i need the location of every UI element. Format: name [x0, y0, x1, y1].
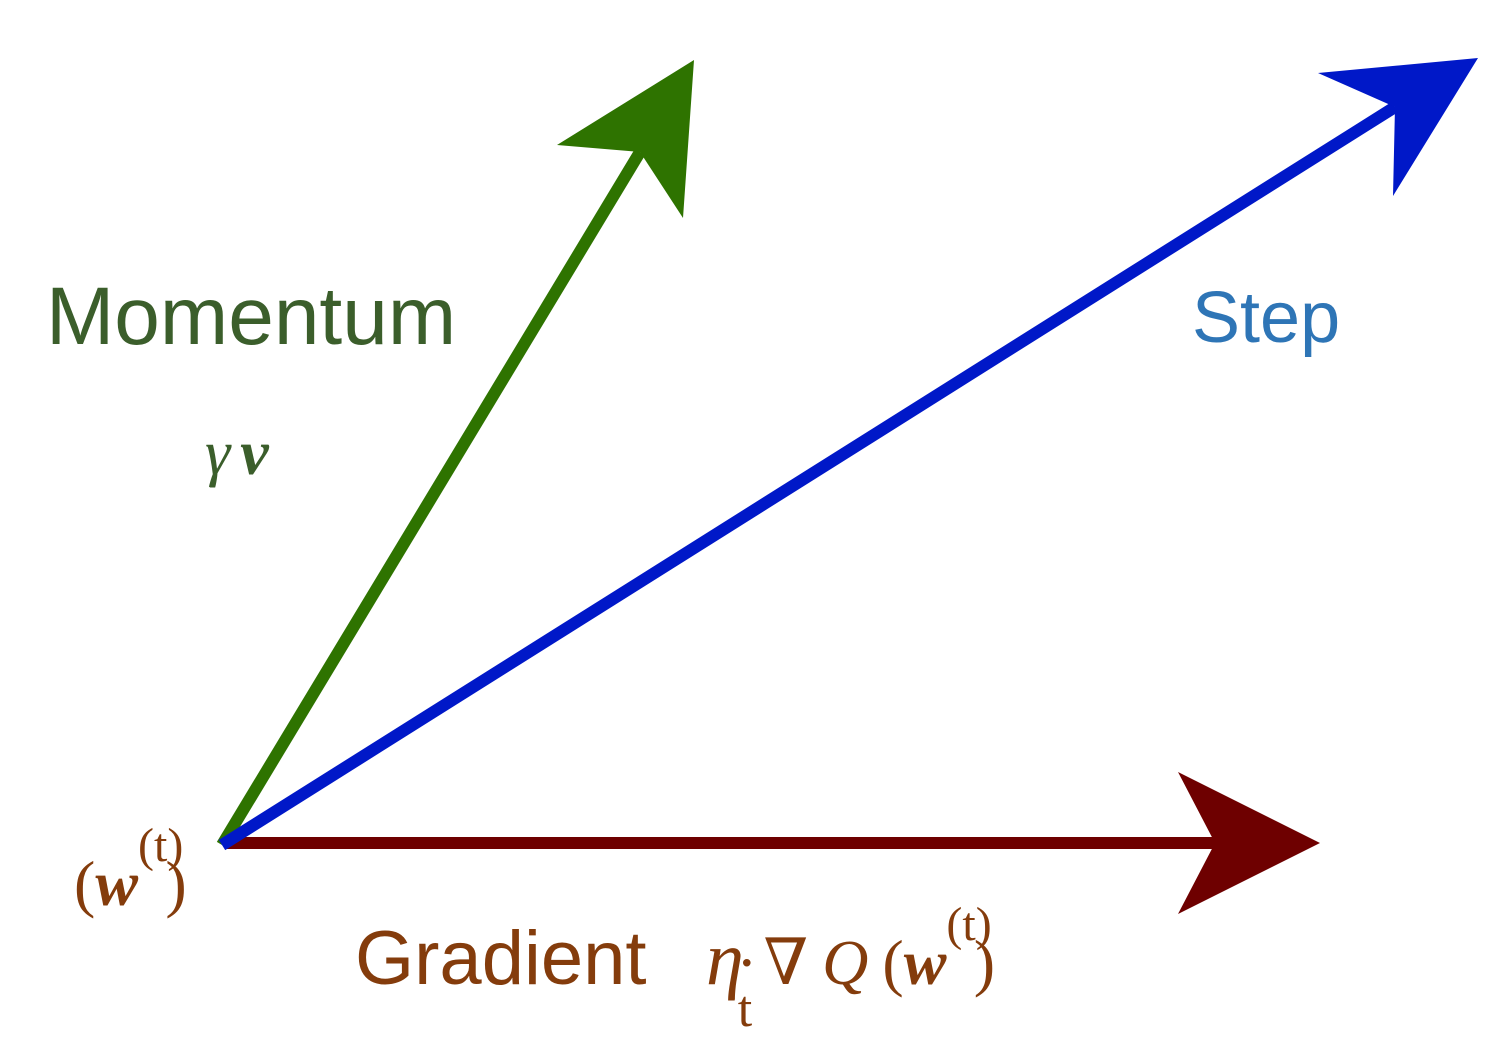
- momentum-label: Momentum: [46, 271, 456, 362]
- step-arrow-head: [1318, 58, 1478, 196]
- step-label: Step: [1192, 278, 1340, 358]
- gamma-symbol: γ: [205, 417, 232, 488]
- q-symbol: Q: [822, 927, 868, 998]
- gradient-open-paren: (: [882, 927, 903, 998]
- gradient-close-paren: ): [974, 927, 995, 998]
- velocity-symbol: v: [240, 417, 269, 488]
- dot-operator: ·: [736, 927, 757, 998]
- gradient-label: Gradient: [355, 916, 647, 1001]
- origin-w: w: [95, 848, 138, 919]
- eta-symbol: η: [706, 917, 744, 1001]
- eta-subscript: t: [738, 981, 753, 1038]
- origin-superscript: (t): [138, 819, 183, 872]
- origin-close-paren: ): [165, 848, 186, 919]
- momentum-arrow-head: [557, 60, 694, 218]
- gradient-w: w: [904, 927, 947, 998]
- gradient-arrow: [225, 772, 1320, 914]
- gradient-superscript: (t): [946, 898, 991, 951]
- origin-label: (w(t)): [74, 819, 187, 919]
- momentum-arrow: [216, 60, 694, 849]
- step-arrow-shaft: [218, 101, 1399, 851]
- nabla-symbol: ∇: [763, 927, 808, 998]
- gradient-arrow-head: [1178, 772, 1320, 914]
- step-arrow: [218, 58, 1478, 851]
- origin-open-paren: (: [74, 848, 95, 919]
- momentum-arrow-shaft: [216, 148, 646, 849]
